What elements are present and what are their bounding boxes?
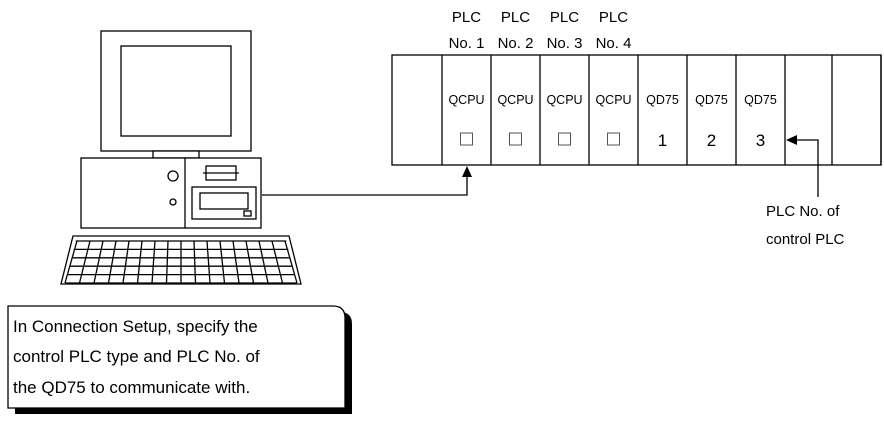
note-line-3: the QD75 to communicate with. [13, 378, 250, 397]
monitor-screen [120, 45, 232, 137]
module-name-6: QD75 [695, 93, 728, 107]
module-plc-number-5: 1 [658, 131, 667, 150]
callout-leader-line [793, 139, 819, 197]
module-name-3: QCPU [546, 93, 582, 107]
plc-label-4-line-1: PLC [599, 9, 628, 26]
module-name-7: QD75 [744, 93, 777, 107]
callout-arrowhead [786, 135, 797, 145]
connection-cable [262, 172, 468, 196]
module-indicator-3 [558, 132, 571, 146]
module-plc-number-7: 3 [756, 131, 765, 150]
module-indicator-2 [509, 132, 522, 146]
callout-line-2: control PLC [766, 231, 845, 248]
plc-label-2-line-1: PLC [501, 9, 530, 26]
note-line-1: In Connection Setup, specify the [13, 317, 258, 336]
plc-label-3-line-2: No. 3 [547, 35, 583, 52]
plc-label-1-line-2: No. 1 [449, 35, 485, 52]
plc-label-2-line-2: No. 2 [498, 35, 534, 52]
note-box-frame [7, 305, 346, 409]
plc-label-3-line-1: PLC [550, 9, 579, 26]
module-name-5: QD75 [646, 93, 679, 107]
plc-label-4-line-2: No. 4 [596, 35, 632, 52]
module-name-4: QCPU [595, 93, 631, 107]
note-box: In Connection Setup, specify the control… [7, 305, 352, 414]
plc-base-unit: QCPU QCPU QCPU QCPU QD75 1 QD75 2 QD75 3 [391, 54, 882, 166]
module-indicator-1 [460, 132, 473, 146]
module-name-2: QCPU [497, 93, 533, 107]
cable-arrowhead [462, 166, 472, 177]
note-line-2: control PLC type and PLC No. of [13, 347, 260, 366]
module-name-1: QCPU [448, 93, 484, 107]
personal-computer-icon [60, 30, 302, 285]
plc-label-1-line-1: PLC [452, 9, 481, 26]
callout-line-1: PLC No. of [766, 203, 840, 220]
module-indicator-4 [607, 132, 620, 146]
module-plc-number-6: 2 [707, 131, 716, 150]
